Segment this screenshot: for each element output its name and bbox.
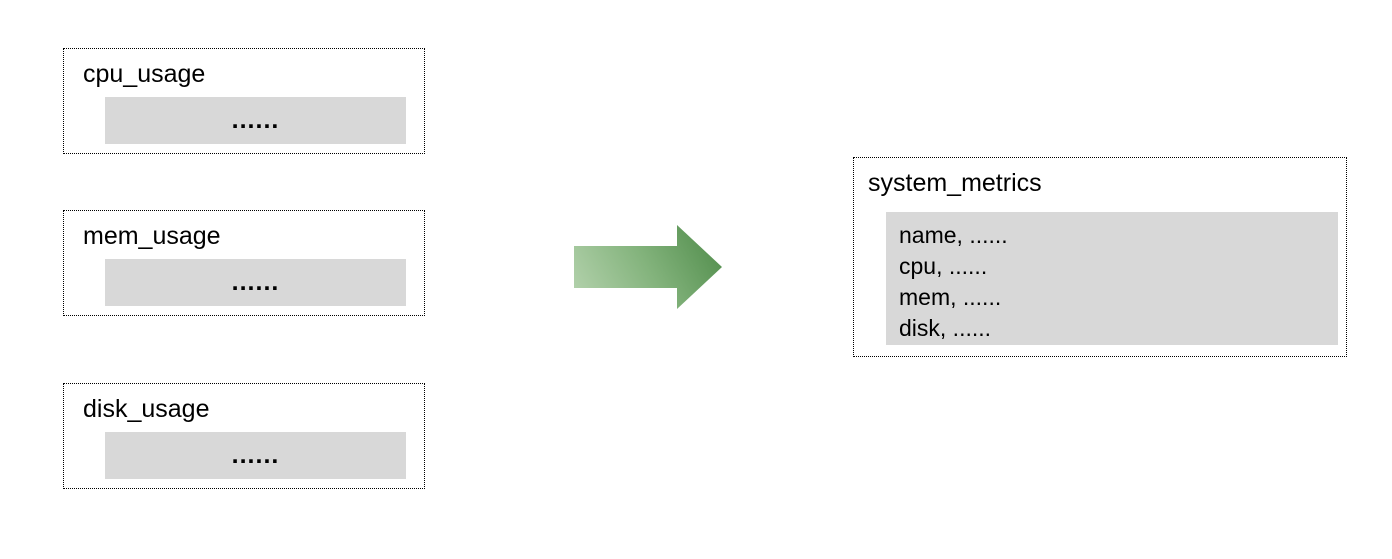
target-box-system-metrics: system_metrics name, ...... cpu, ...... … (853, 157, 1347, 357)
ellipsis-text: ...... (231, 106, 280, 134)
source-box-title: disk_usage (83, 395, 210, 423)
source-rows-placeholder: ...... (105, 259, 406, 306)
field-name: name, ...... (899, 222, 1008, 248)
transform-arrow (574, 225, 722, 309)
field-disk: disk, ...... (899, 315, 992, 341)
source-box-title: cpu_usage (83, 60, 206, 88)
right-arrow-icon (574, 225, 722, 309)
field-cpu: cpu, ...... (899, 253, 988, 279)
target-box-title: system_metrics (868, 169, 1042, 197)
ellipsis-text: ...... (231, 268, 280, 296)
source-box-cpu-usage: cpu_usage ...... (63, 48, 425, 154)
source-box-disk-usage: disk_usage ...... (63, 383, 425, 489)
source-rows-placeholder: ...... (105, 97, 406, 144)
field-mem: mem, ...... (899, 284, 1002, 310)
target-fields-panel: name, ...... cpu, ...... mem, ...... dis… (886, 212, 1338, 345)
ellipsis-text: ...... (231, 441, 280, 469)
source-box-title: mem_usage (83, 222, 221, 250)
source-box-mem-usage: mem_usage ...... (63, 210, 425, 316)
source-rows-placeholder: ...... (105, 432, 406, 479)
